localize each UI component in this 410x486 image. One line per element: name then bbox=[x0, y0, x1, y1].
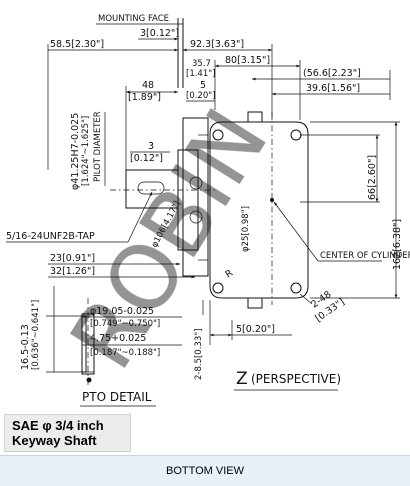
dim-1-41: [1.41"] bbox=[186, 69, 215, 79]
dim-66: 66[2.60"] bbox=[367, 155, 378, 200]
view-caption: BOTTOM VIEW bbox=[165, 465, 245, 477]
dim-39-6: 39.6[1.56"] bbox=[306, 83, 360, 94]
dim-3-mid: 3 bbox=[148, 141, 154, 152]
dim-3-top: 3[0.12"] bbox=[140, 28, 179, 39]
pto-detail-label: PTO DETAIL bbox=[82, 390, 152, 404]
pilot-diameter-label: PILOT DIAMETER bbox=[93, 111, 103, 182]
dim-1-89: [1.89"] bbox=[128, 92, 161, 103]
shaft-spec-line-2: Keyway Shaft bbox=[12, 433, 97, 448]
dim-0-749: [0.749"~0.750"] bbox=[90, 319, 160, 329]
dim-80: 80[3.15"] bbox=[225, 55, 270, 66]
dim-0-12-mid: [0.12"] bbox=[130, 153, 163, 164]
z-title: Z bbox=[236, 369, 248, 389]
dim-56-6: (56.6[2.23"] bbox=[303, 68, 361, 79]
center-of-cylinder-label: CENTER OF CYLINDER bbox=[320, 251, 410, 261]
dim-0-20-top: [0.20"] bbox=[186, 91, 215, 101]
dim-5-top: 5 bbox=[200, 80, 206, 91]
dim-92-3: 92.3[3.63"] bbox=[190, 39, 244, 50]
dim-1-624: [1.624"~1.625"] bbox=[81, 116, 91, 186]
dim-23: 23[0.91"] bbox=[50, 253, 95, 264]
dim-4-75: 4.75+0.025 bbox=[90, 333, 146, 344]
dim-48: 48 bbox=[142, 80, 154, 91]
dim-0-187: [0.187"~0.188"] bbox=[90, 348, 160, 358]
view-caption-bar: BOTTOM VIEW bbox=[0, 455, 410, 486]
dim-5-bottom: 5[0.20"] bbox=[236, 324, 275, 335]
side-profile bbox=[110, 117, 215, 277]
z-subtitle: (PERSPECTIVE) bbox=[251, 372, 341, 386]
dim-32: 32[1.26"] bbox=[50, 266, 95, 277]
tap-label: 5/16-24UNF2B-TAP bbox=[6, 231, 95, 242]
dim-58-5: 58.5[2.30"] bbox=[50, 39, 104, 50]
dim-0-636: [0.636"~0.641"] bbox=[31, 300, 41, 370]
dim-8-5: 2-8.5[0.33"] bbox=[194, 329, 204, 380]
mounting-face-label: MOUNTING FACE bbox=[98, 14, 169, 24]
bottom-plate bbox=[209, 111, 309, 309]
dim-25: φ25[0.98"] bbox=[241, 206, 251, 252]
dim-162: 162[6.38"] bbox=[392, 219, 403, 270]
dim-16-5: 16.5-0.13 bbox=[20, 324, 31, 370]
shaft-spec-box: SAE φ 3/4 inch Keyway Shaft bbox=[4, 414, 131, 452]
dim-19-05: φ19.05-0.025 bbox=[90, 306, 154, 317]
shaft-spec-line-1: SAE φ 3/4 inch bbox=[12, 418, 104, 433]
dim-35-7: 35.7 bbox=[192, 59, 211, 69]
dim-41-25: φ41.25H7-0.025 bbox=[70, 113, 81, 190]
pto-shaft-detail bbox=[46, 286, 95, 386]
engine-dimension-drawing: ROBIN MOUNTING FACE 3[0.12"] 58.5[2.30"]… bbox=[6, 14, 410, 407]
radius-label: R bbox=[223, 267, 235, 280]
